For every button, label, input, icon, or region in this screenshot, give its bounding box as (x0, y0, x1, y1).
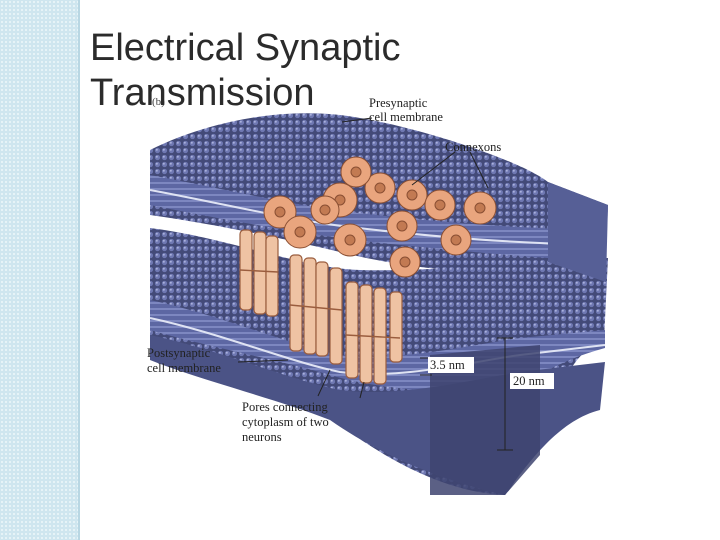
slide-title-line1: Electrical Synaptic (90, 27, 401, 69)
label-pores-line3: neurons (242, 430, 282, 444)
slide-sidebar-decoration (0, 0, 78, 540)
label-connexons: Connexons (445, 140, 501, 154)
gap-label-background (428, 357, 474, 373)
panel-letter: (b) (152, 96, 165, 108)
label-pores-line2: cytoplasm of two (242, 415, 329, 429)
leader-lines (237, 117, 513, 451)
connexons (263, 156, 497, 278)
label-gap-width: 3.5 nm (430, 358, 465, 372)
label-presynaptic-line1: Presynaptic (369, 96, 428, 110)
slide-title-line2: Transmission (90, 72, 315, 114)
sidebar-edge (78, 0, 80, 540)
label-postsynaptic-line1: Postsynaptic (147, 346, 211, 360)
label-total-width: 20 nm (513, 374, 545, 388)
gap-junction-channels (239, 229, 403, 385)
total-label-background (510, 373, 554, 389)
label-postsynaptic-line2: cell membrane (147, 361, 221, 375)
slide-title: Electrical Synaptic Transmission (90, 26, 400, 116)
label-presynaptic-line2: cell membrane (369, 110, 443, 124)
label-pores-line1: Pores connecting (242, 400, 328, 414)
